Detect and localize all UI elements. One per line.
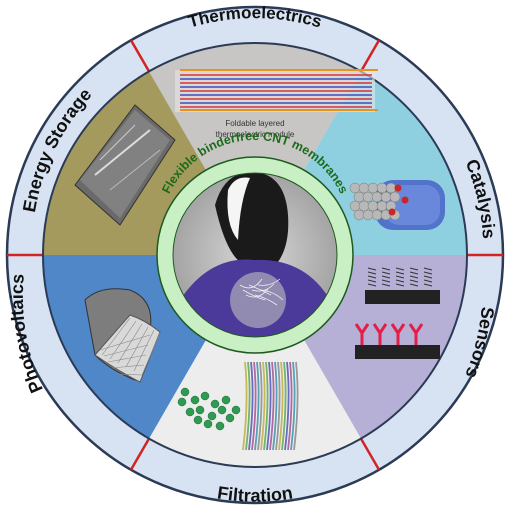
ring-divider: [129, 437, 151, 471]
catalysis-illustration: [349, 180, 445, 230]
ring-divider: [129, 39, 151, 73]
sensors-illustration: [354, 267, 440, 359]
center-photo-border: [172, 172, 338, 338]
thermoelectric-module-illustration: Foldable layered thermoelectric module: [175, 69, 378, 139]
thermo-caption-line1: Foldable layered: [225, 119, 284, 128]
label-filtration: Filtration: [216, 483, 294, 506]
cnt-membrane-photo: [173, 173, 337, 337]
segment-filtration: [149, 255, 361, 467]
filtration-illustration: [177, 361, 299, 451]
ring-divider: [359, 437, 381, 471]
ring-divider: [359, 39, 381, 73]
thermo-caption-line2: thermoelectric module: [216, 130, 295, 139]
photovoltaic-film-illustration: [84, 288, 161, 383]
inner-ring-border: [42, 42, 468, 468]
sem-image-illustration: [74, 104, 176, 226]
divider-group: [7, 39, 503, 471]
